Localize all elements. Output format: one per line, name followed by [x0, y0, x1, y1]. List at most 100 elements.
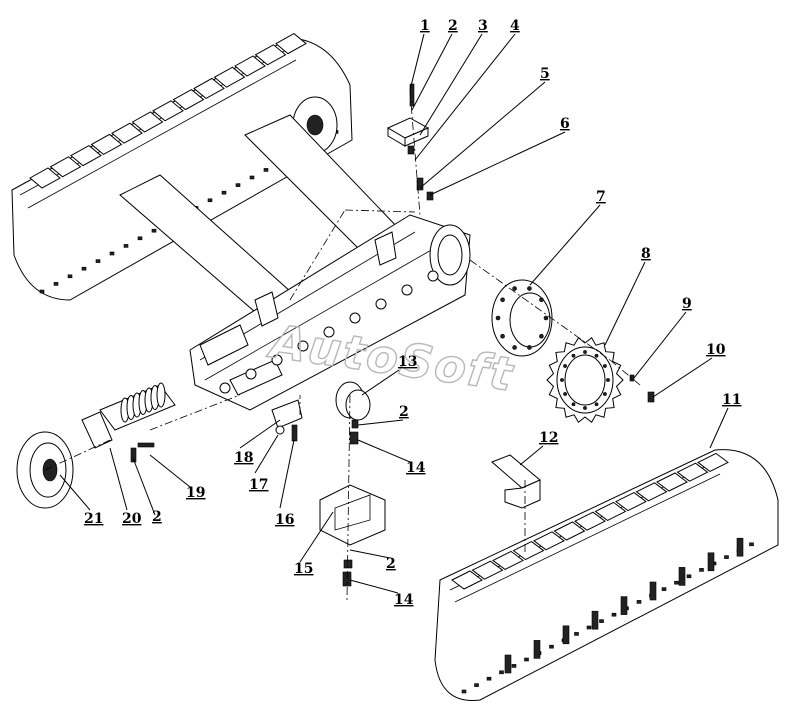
travel-motor-7	[491, 279, 553, 357]
track-pad	[131, 111, 164, 133]
track-pad	[451, 570, 483, 590]
callout-label: 10	[706, 342, 726, 358]
callout-label: 14	[406, 460, 426, 476]
track-link	[699, 568, 704, 572]
upper-track-assembly	[11, 32, 353, 301]
sprocket-bolt	[594, 353, 599, 358]
track-roller	[533, 640, 541, 659]
track-pad	[676, 462, 709, 482]
track-link	[81, 266, 87, 271]
callout-label: 11	[722, 392, 741, 408]
track-roller	[678, 567, 686, 586]
track-link	[109, 251, 115, 256]
callout-label: 3	[478, 18, 488, 34]
callout-label: 19	[186, 485, 205, 501]
track-pad	[635, 482, 668, 502]
track-link	[511, 664, 517, 668]
drive-sprocket-8	[546, 336, 624, 424]
track-link	[674, 580, 679, 585]
track-pad	[615, 492, 647, 512]
track-link	[586, 625, 592, 630]
upper-track-pads	[29, 32, 307, 189]
track-pad	[553, 521, 586, 541]
frame-roller	[271, 354, 283, 366]
track-pad	[574, 511, 606, 531]
frame-roller	[349, 312, 361, 324]
callout-label: 1	[420, 18, 430, 34]
track-link	[249, 175, 255, 180]
track-pad	[656, 472, 688, 492]
track-pad	[512, 541, 545, 561]
callout-label: 8	[641, 246, 651, 262]
track-pad	[152, 100, 184, 122]
motor-bolt	[512, 345, 517, 350]
callout-label: 14	[394, 592, 414, 608]
center-side-frame	[189, 214, 471, 411]
callout-label: 6	[560, 116, 570, 132]
track-pad	[29, 167, 61, 189]
track-pad	[193, 77, 225, 100]
callout-label: 5	[540, 66, 550, 82]
track-link	[151, 228, 157, 233]
motor-bolt	[527, 345, 532, 350]
track-link	[549, 644, 554, 649]
frame-roller	[427, 270, 439, 282]
track-link	[636, 600, 642, 604]
sprocket-bolt	[560, 378, 564, 382]
track-link	[137, 236, 143, 241]
track-link	[486, 676, 492, 681]
spring-coil	[156, 382, 166, 408]
motor-bolt	[500, 297, 505, 303]
frame-roller	[297, 340, 309, 352]
callout-label: 2	[399, 404, 409, 420]
callout-label: 7	[596, 189, 606, 205]
track-link	[67, 274, 73, 279]
lower-track-assembly	[434, 449, 779, 701]
track-link	[39, 289, 45, 294]
track-pad	[172, 88, 205, 111]
sprocket-bolt	[594, 402, 599, 407]
track-pad	[111, 122, 143, 144]
motor-bolt	[512, 286, 517, 291]
callout-label: 18	[234, 450, 253, 466]
track-link	[207, 198, 213, 203]
lower-track-pads	[451, 452, 729, 590]
leader-lines	[59, 33, 729, 594]
track-pad	[70, 144, 102, 167]
track-pad	[492, 550, 524, 570]
motor-bolt	[495, 315, 501, 321]
track-link	[474, 683, 479, 687]
frame-roller	[401, 284, 413, 296]
sprocket-bolt	[563, 392, 567, 396]
track-link	[611, 612, 617, 617]
callout-label: 2	[152, 509, 162, 525]
callout-label: 17	[249, 477, 268, 493]
sprocket-bolt	[563, 364, 567, 368]
track-roller	[649, 581, 657, 601]
callout-label: 15	[294, 561, 313, 577]
callout-label: 13	[398, 354, 417, 370]
track-pad	[594, 501, 627, 521]
track-link	[235, 183, 241, 187]
frame-roller	[375, 298, 387, 310]
callout-label: 2	[386, 556, 396, 572]
track-link	[749, 542, 754, 547]
track-link	[123, 244, 129, 248]
sprocket-bolt	[603, 364, 607, 368]
callout-label: 2	[448, 18, 458, 34]
frame-roller	[219, 382, 231, 394]
track-pad	[275, 32, 307, 55]
motor-bolt	[539, 297, 544, 303]
center-lines	[44, 89, 641, 601]
recoil-spring	[120, 382, 166, 423]
callout-label: 12	[539, 430, 558, 446]
frame-cross-beams	[119, 114, 401, 319]
callout-label: 20	[122, 511, 142, 527]
sprocket-bolt	[583, 406, 587, 410]
small-parts	[130, 83, 655, 587]
frame-roller	[245, 368, 257, 380]
track-roller	[591, 610, 599, 630]
motor-bolt	[543, 315, 549, 321]
